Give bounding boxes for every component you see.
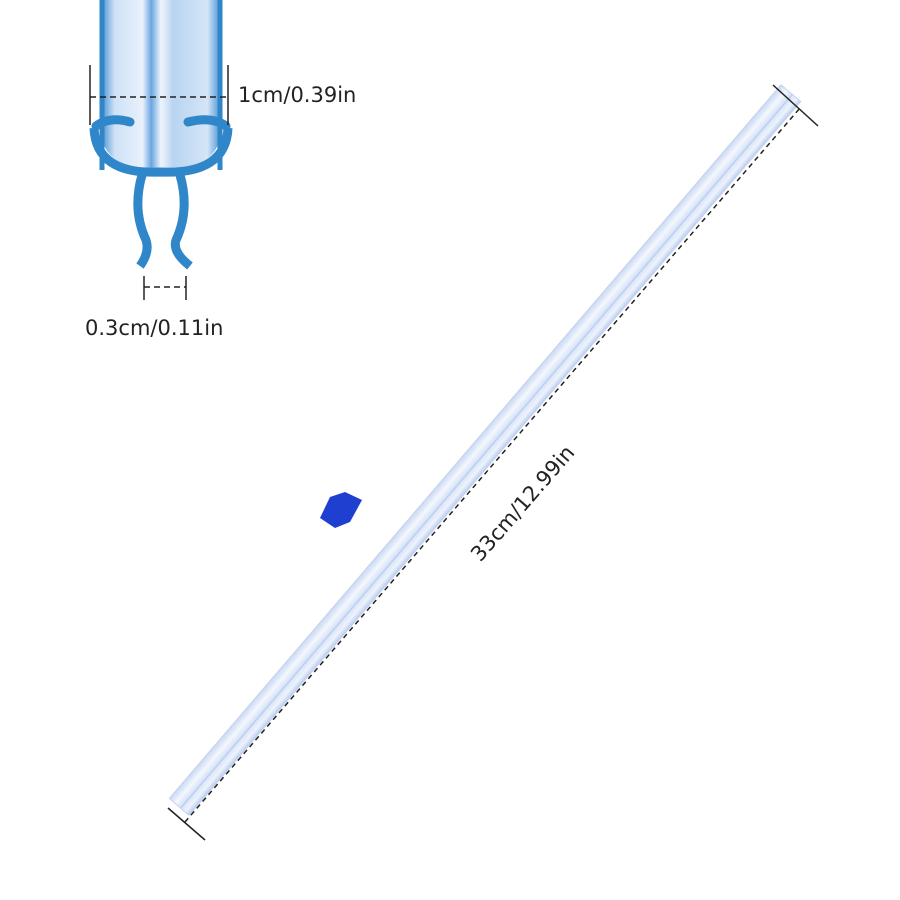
seal-strip: [168, 83, 802, 817]
gap-dimension: 0.3cm/0.11in: [85, 276, 223, 340]
profile-body: [100, 0, 222, 172]
profile-right-lip: [183, 115, 231, 131]
width-label: 1cm/0.39in: [238, 83, 356, 107]
clip-icon: [320, 492, 362, 528]
profile-right-leg: [170, 173, 193, 270]
profile-left-leg: [133, 173, 152, 269]
width-dimension: 1cm/0.39in: [89, 65, 356, 125]
profile-left-lip: [91, 115, 135, 131]
profile-cross-section: [89, 0, 233, 270]
strip-body: [168, 83, 802, 817]
gap-label: 0.3cm/0.11in: [85, 316, 223, 340]
clip-piece: [320, 492, 362, 528]
